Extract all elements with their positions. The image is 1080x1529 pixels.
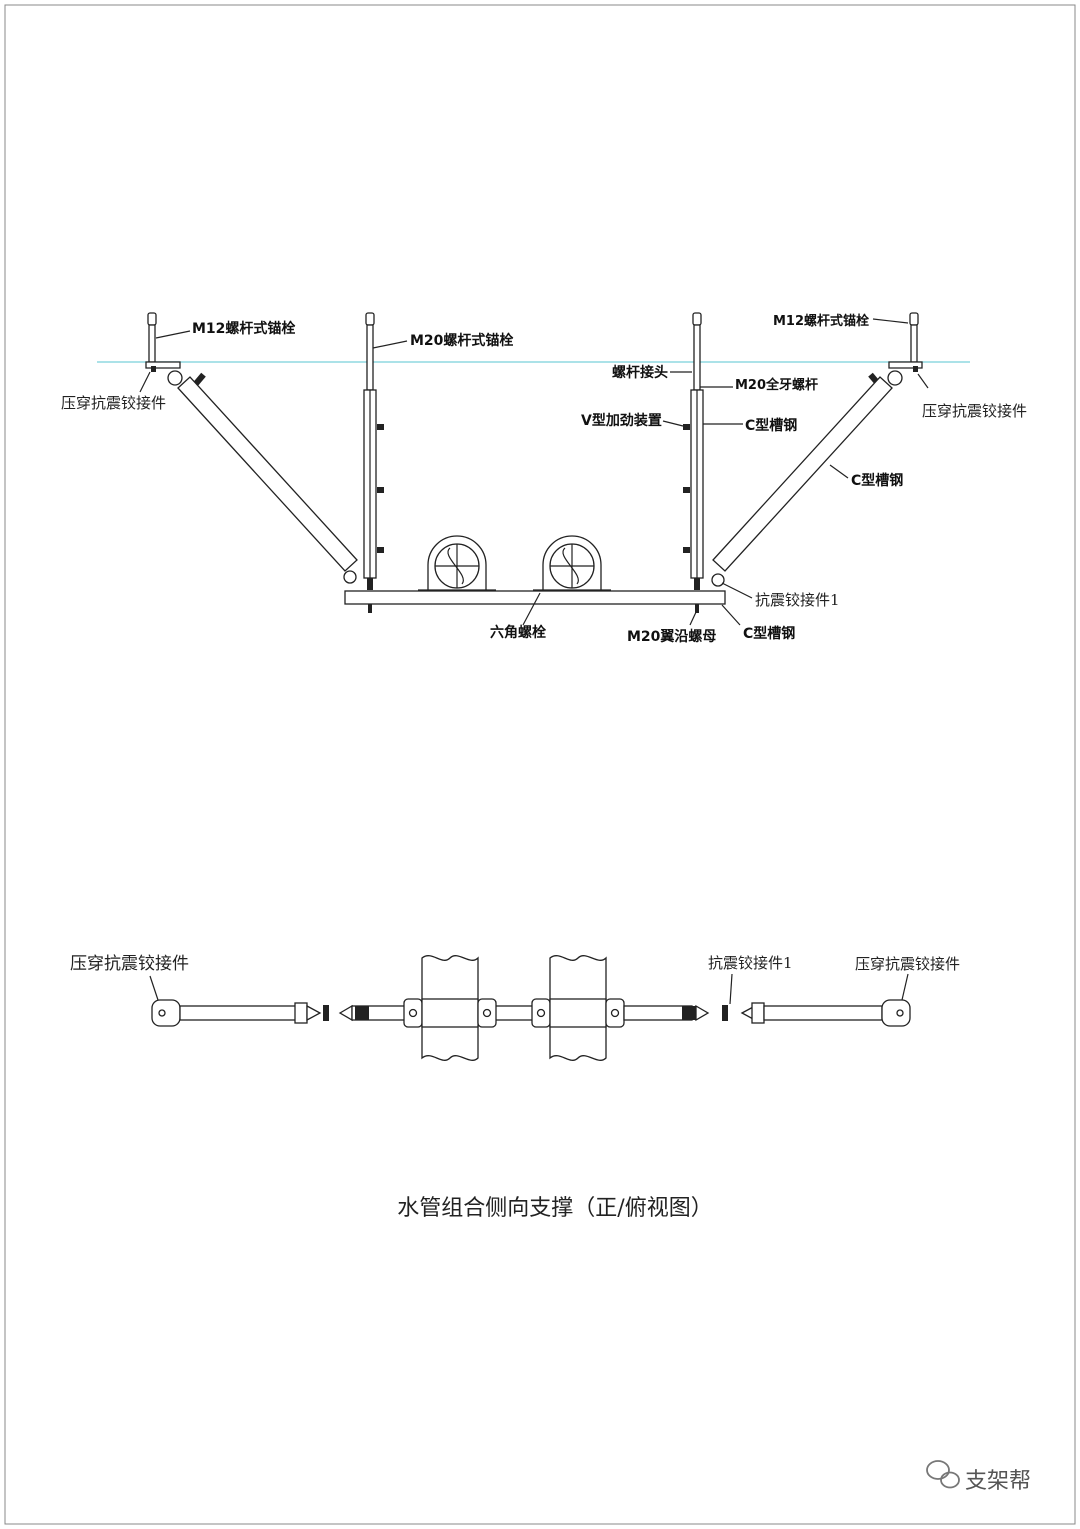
- label-hex-bolt: 六角螺栓: [490, 624, 546, 641]
- label-top-hinge-1: 抗震铰接件1: [708, 954, 793, 972]
- vertical-hanger-right: [683, 312, 704, 613]
- label-top-hinge-left: 压穿抗震铰接件: [70, 954, 189, 974]
- label-m20-flange-nut: M20翼沿螺母: [627, 628, 716, 645]
- label-hinge-right: 压穿抗震铰接件: [922, 402, 1027, 420]
- top-leader-lines: [149, 973, 909, 1005]
- label-rod-coupler: 螺杆接头: [612, 364, 668, 381]
- diagonal-brace-right: [711, 370, 903, 587]
- leader-lines: [139, 318, 929, 626]
- m12-anchor-right: [888, 312, 923, 372]
- bottom-c-channel: [344, 590, 726, 605]
- label-m12-anchor-right: M12螺杆式锚栓: [773, 313, 869, 329]
- top-view: 压穿抗震铰接件 抗震铰接件1 压穿抗震铰接件: [70, 954, 960, 1061]
- label-v-stiffener: V型加劲装置: [581, 412, 662, 429]
- label-c-channel-bottom: C型槽钢: [743, 625, 795, 642]
- label-m12-anchor-left: M12螺杆式锚栓: [192, 320, 295, 337]
- wechat-icon: [926, 1460, 960, 1489]
- watermark: 支架帮: [926, 1460, 1031, 1494]
- top-brace-right: [623, 999, 911, 1027]
- vertical-hanger-left: [363, 312, 384, 613]
- caption: 水管组合侧向支撑（正/俯视图）: [397, 1196, 712, 1221]
- label-hinge-1: 抗震铰接件1: [755, 591, 840, 609]
- label-hinge-left: 压穿抗震铰接件: [61, 394, 166, 412]
- m12-anchor-left: [145, 312, 181, 372]
- watermark-text: 支架帮: [965, 1469, 1031, 1494]
- label-c-channel-vertical: C型槽钢: [745, 417, 797, 434]
- label-m20-threaded-rod: M20全牙螺杆: [735, 377, 818, 393]
- pipe-clamp-2: [533, 535, 611, 591]
- top-clamps: [403, 998, 625, 1028]
- label-top-hinge-right: 压穿抗震铰接件: [855, 955, 960, 973]
- diagonal-brace-left: [167, 370, 358, 584]
- label-m20-anchor: M20螺杆式锚栓: [410, 332, 513, 349]
- label-c-channel-diagonal: C型槽钢: [851, 472, 903, 489]
- pipe-clamp-1: [418, 535, 496, 591]
- sheet-border: [4, 4, 1076, 1525]
- top-brace-left: [151, 999, 408, 1027]
- front-view: M12螺杆式锚栓 M20螺杆式锚栓 压穿抗震铰接件 螺杆接头 M20全牙螺杆 V…: [61, 312, 1027, 645]
